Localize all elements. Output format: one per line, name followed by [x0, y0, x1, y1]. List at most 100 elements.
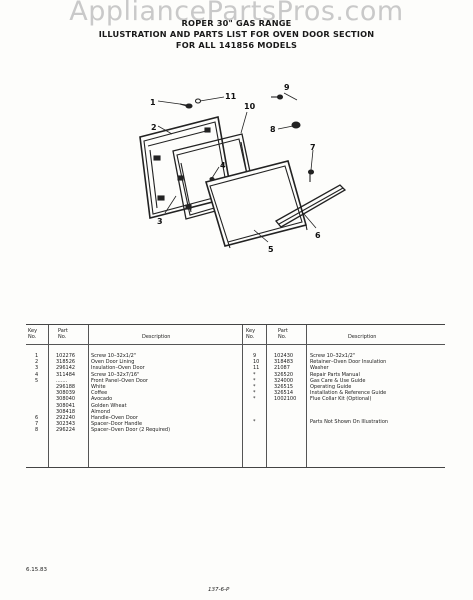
table-cell-key: *	[253, 384, 256, 390]
table-cell-part: 318483	[274, 359, 294, 366]
header-key-right: Key No.	[246, 328, 256, 340]
callout-10: 10	[244, 102, 256, 111]
table-cell-desc: Operating Guide	[310, 384, 352, 390]
table-row: 308041 Golden Wheat	[26, 403, 445, 409]
table-row: 8 296224 Spacer–Oven Door (2 Required)	[26, 427, 445, 433]
table-cell-key: *	[253, 371, 256, 378]
table-cell-desc: Repair Parts Manual	[310, 371, 360, 378]
table-cell-desc: Oven Door Lining	[91, 359, 135, 366]
footnote-row: * Parts Not Shown On Illustration	[26, 419, 445, 425]
oven-door-exploded-diagram: 1 2 3 4 5 6 7 8 9 10 11	[139, 83, 347, 254]
table-row: 2 318526 Oven Door Lining	[26, 359, 445, 365]
table-cell-desc: White	[91, 384, 106, 390]
table-cell-part: 296188	[56, 384, 76, 390]
parts-table: Key No. Part No. Description Key No. Par…	[26, 324, 445, 468]
table-row: * 324000 Gas Care & Use Guide	[26, 378, 445, 384]
table-cell-key: 5	[35, 377, 39, 384]
table-cell-key: 8	[35, 427, 39, 434]
callout-1: 1	[150, 98, 156, 107]
table-cell-part: 326520	[274, 371, 294, 378]
table-cell-desc: Retainer–Oven Door Insulation	[310, 359, 387, 366]
table-cell-part: 308418	[56, 408, 76, 415]
table-row: 4 311484 Screw 10–32x7/16"	[26, 372, 445, 378]
table-row: 296188 White	[26, 384, 445, 390]
callout-4: 4	[220, 161, 226, 170]
table-cell-part: 21087	[274, 365, 290, 372]
table-cell-part: 292240	[56, 415, 76, 421]
header-key-left: Key No.	[28, 328, 38, 340]
table-row: 6 292240 Handle–Oven Door	[26, 415, 445, 421]
table-row: 1 102276 Screw 10–32x1/2"	[26, 353, 445, 359]
table-cell-desc: Gas Care & Use Guide	[310, 377, 366, 384]
table-cell-part: 318526	[56, 359, 76, 366]
table-cell-part: 296224	[56, 427, 76, 434]
table-cell-desc: Screw 10–32x7/16"	[91, 371, 140, 378]
table-cell-key: 10	[253, 359, 260, 366]
table-cell-key: 2	[35, 359, 39, 366]
title-line-3: FOR ALL 141856 MODELS	[175, 40, 298, 50]
leader-lines	[157, 92, 317, 243]
front-panel-drawing	[204, 160, 308, 249]
table-row: 3 296142 Insulation–Oven Door	[26, 365, 445, 371]
table-cell-part: 324000	[274, 377, 294, 384]
table-cell-part: 102430	[274, 353, 294, 359]
title-line-2: ILLUSTRATION AND PARTS LIST FOR OVEN DOO…	[98, 29, 375, 39]
table-cell-desc: Golden Wheat	[91, 402, 127, 409]
table-cell-part: 326515	[274, 384, 294, 390]
table-cell-desc: Washer	[310, 365, 329, 372]
table-cell-key: *	[253, 377, 256, 384]
table-cell-desc: Almond	[91, 408, 111, 415]
callout-9: 9	[284, 83, 290, 92]
table-cell-part: 308039	[56, 390, 76, 397]
footer-page-number: 137-6-P	[208, 587, 230, 593]
table-cell-desc: Installation & Reference Guide	[310, 390, 387, 397]
callout-7: 7	[310, 143, 316, 152]
table-cell-key: 7	[35, 421, 39, 428]
callout-8: 8	[270, 125, 276, 134]
table-cell-key: 11	[253, 365, 260, 372]
table-cell-part: 296142	[56, 365, 76, 372]
watermark: AppliancePartsPros.com	[69, 0, 404, 27]
table-row: 9 102430 Screw 10–32x1/2"	[26, 353, 445, 359]
table-cell-part: .......	[56, 377, 68, 384]
header-part-left: Part No.	[58, 328, 68, 340]
table-cell-part: 302343	[56, 421, 76, 428]
callout-5: 5	[268, 245, 274, 254]
callout-3: 3	[157, 217, 163, 226]
callout-11: 11	[225, 92, 237, 101]
table-cell-desc: Avocado	[91, 396, 113, 403]
table-row: 5.......Front Panel–Oven Door	[26, 378, 445, 384]
table-cell-part: 308041	[56, 402, 76, 409]
table-cell-part: 102276	[56, 353, 76, 359]
footnote-description: Parts Not Shown On Illustration	[310, 419, 389, 425]
table-cell-key: *	[253, 390, 256, 397]
table-cell-desc: Insulation–Oven Door	[91, 365, 145, 372]
table-cell-key: 6	[35, 415, 39, 421]
table-cell-desc: Screw 10–32x1/2"	[91, 353, 137, 359]
table-cell-part: 311484	[56, 371, 76, 378]
table-row: 7 302343 Spacer–Door Handle	[26, 421, 445, 427]
table-cell-key: 4	[35, 371, 39, 378]
header-description-left: Description	[142, 334, 171, 340]
table-cell-desc: Spacer–Oven Door (2 Required)	[91, 427, 171, 434]
table-row: * 326515 Operating Guide	[26, 384, 445, 390]
header-part-right: Part No.	[278, 328, 288, 340]
table-cell-desc: Screw 10–32x1/2"	[310, 353, 356, 359]
table-cell-key: 3	[35, 365, 39, 372]
table-cell-desc: Spacer–Door Handle	[91, 421, 143, 428]
table-cell-key: 1	[35, 353, 39, 359]
footnote-key: *	[253, 419, 256, 425]
footer-date: 6.15.83	[26, 567, 47, 573]
table-row: * 326514 Installation & Reference Guide	[26, 390, 445, 396]
table-cell-desc: Handle–Oven Door	[91, 415, 138, 421]
table-cell-part: 308040	[56, 396, 76, 403]
handle-drawing	[275, 184, 347, 228]
table-cell-key: 9	[253, 353, 257, 359]
table-cell-key: *	[253, 396, 256, 403]
callout-6: 6	[315, 231, 321, 240]
table-cell-part: 326514	[274, 390, 294, 397]
table-cell-desc: Flue Collar Kit (Optional)	[310, 396, 372, 403]
table-row: 10 318483 Retainer–Oven Door Insulation	[26, 359, 445, 365]
